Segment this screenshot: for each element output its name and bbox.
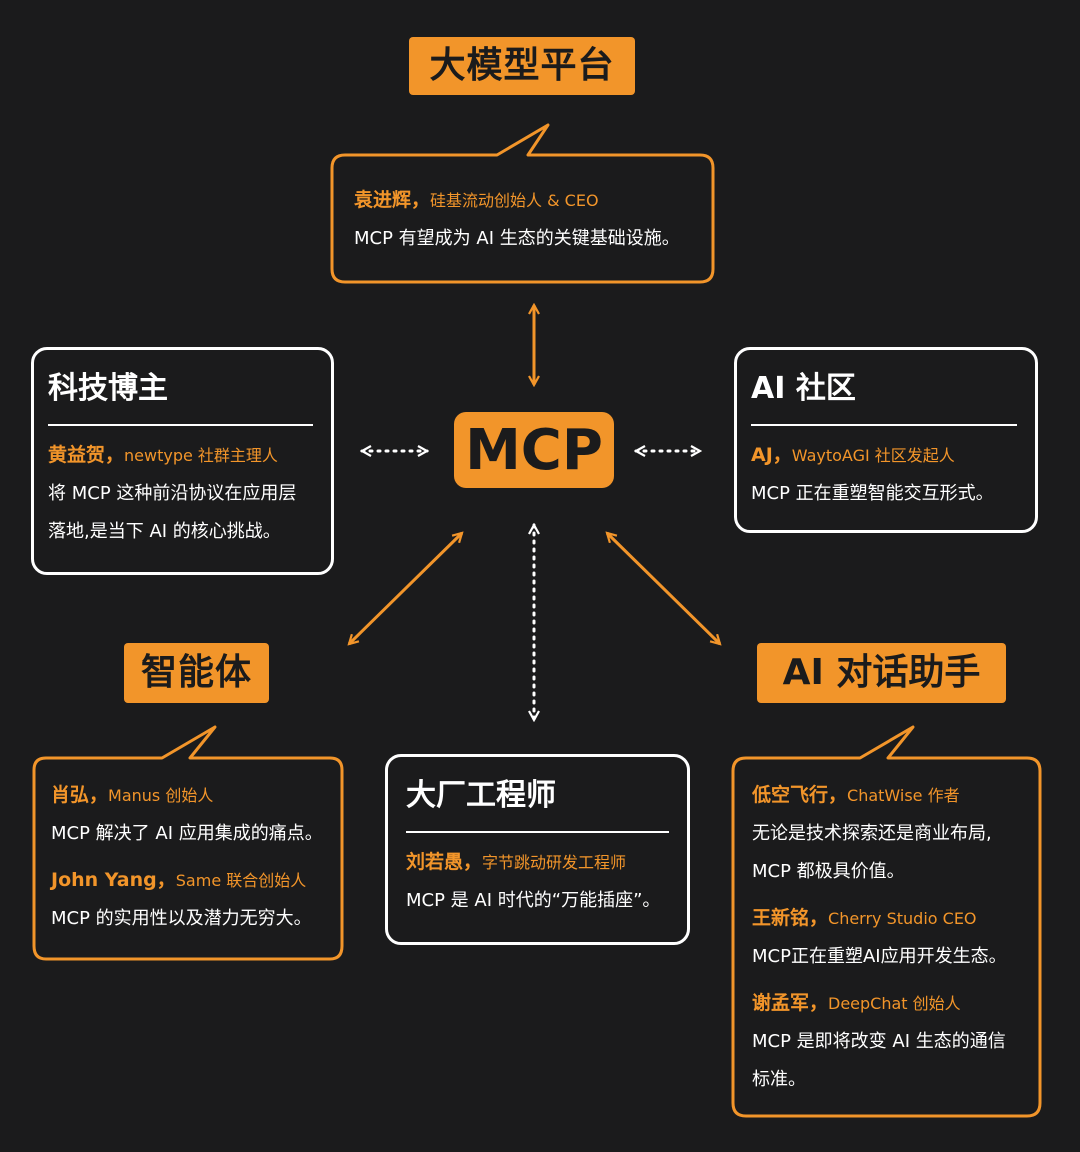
card-community: AI 社区 AJ，WaytoAGI 社区发起人 MCP 正在重塑智能交互形式。: [734, 347, 1038, 533]
quotes-agent: 肖弘，Manus 创始人 MCP 解决了 AI 应用集成的痛点。 John Ya…: [51, 776, 323, 938]
quote-text: MCP正在重塑AI应用开发生态。: [752, 946, 1007, 967]
quote-text: MCP 正在重塑智能交互形式。: [751, 483, 994, 504]
quote-text: MCP 都极具价值。: [752, 861, 905, 882]
bubble-outline-platform: [330, 123, 715, 284]
quote-text: MCP 是 AI 时代的“万能插座”。: [406, 890, 661, 911]
bubble-outline-agent: [32, 725, 344, 961]
divider: [406, 831, 669, 833]
card-engineer: 大厂工程师 刘若愚，字节跳动研发工程师 MCP 是 AI 时代的“万能插座”。: [385, 754, 690, 945]
quote-text: 标准。: [752, 1069, 806, 1090]
quote-text: 将 MCP 这种前沿协议在应用层: [48, 483, 297, 504]
quote-role: 字节跳动研发工程师: [482, 853, 627, 872]
arrow-diag-assistant: [607, 533, 720, 644]
quote-name: John Yang，: [51, 869, 176, 891]
quote-name: 刘若愚，: [406, 851, 483, 873]
quote-text: 落地,是当下 AI 的核心挑战。: [48, 521, 281, 542]
card-title: 科技博主: [48, 371, 168, 406]
quote-role: WaytoAGI 社区发起人: [791, 446, 955, 465]
card-blogger: 科技博主 黄益贺，newtype 社群主理人 将 MCP 这种前沿协议在应用层 …: [31, 347, 334, 575]
quote-role: ChatWise 作者: [847, 786, 960, 805]
quote-text: MCP 有望成为 AI 生态的关键基础设施。: [354, 228, 680, 249]
quote-role: Same 联合创始人: [175, 871, 307, 890]
bubble-outline-assistant: [731, 725, 1042, 1118]
quote-name: AJ，: [751, 444, 792, 466]
quote-text: MCP 的实用性以及潜力无穷大。: [51, 908, 312, 929]
quote-name: 黄益贺，: [48, 444, 125, 466]
quote-name: 王新铭，: [752, 907, 829, 929]
quote-role: Manus 创始人: [108, 786, 214, 805]
tag-agent: 智能体: [124, 643, 269, 703]
quote-text: MCP 解决了 AI 应用集成的痛点。: [51, 823, 323, 844]
quotes-assistant: 低空飞行，ChatWise 作者 无论是技术探索还是商业布局, MCP 都极具价…: [752, 776, 1007, 1099]
card-title: 大厂工程师: [406, 778, 556, 813]
quote-role: DeepChat 创始人: [828, 994, 961, 1013]
divider: [751, 424, 1017, 426]
quote-yuan: 袁进辉，硅基流动创始人 & CEO MCP 有望成为 AI 生态的关键基础设施。: [354, 181, 680, 258]
mcp-center-label: MCP: [454, 412, 614, 488]
quote-role: 硅基流动创始人 & CEO: [430, 191, 599, 210]
tag-assistant: AI 对话助手: [757, 643, 1006, 703]
quote-name: 谢孟军，: [752, 992, 829, 1014]
quote-name: 肖弘，: [51, 784, 109, 806]
quote-name: 袁进辉，: [354, 189, 431, 211]
card-title: AI 社区: [751, 371, 856, 406]
quote-text: MCP 是即将改变 AI 生态的通信: [752, 1031, 1006, 1052]
quote-role: newtype 社群主理人: [124, 446, 278, 465]
quote-text: 无论是技术探索还是商业布局,: [752, 823, 992, 844]
quote-role: Cherry Studio CEO: [828, 909, 977, 928]
quote-name: 低空飞行，: [752, 784, 848, 806]
tag-platform: 大模型平台: [409, 37, 635, 95]
divider: [48, 424, 313, 426]
arrow-diag-agent: [349, 533, 462, 644]
